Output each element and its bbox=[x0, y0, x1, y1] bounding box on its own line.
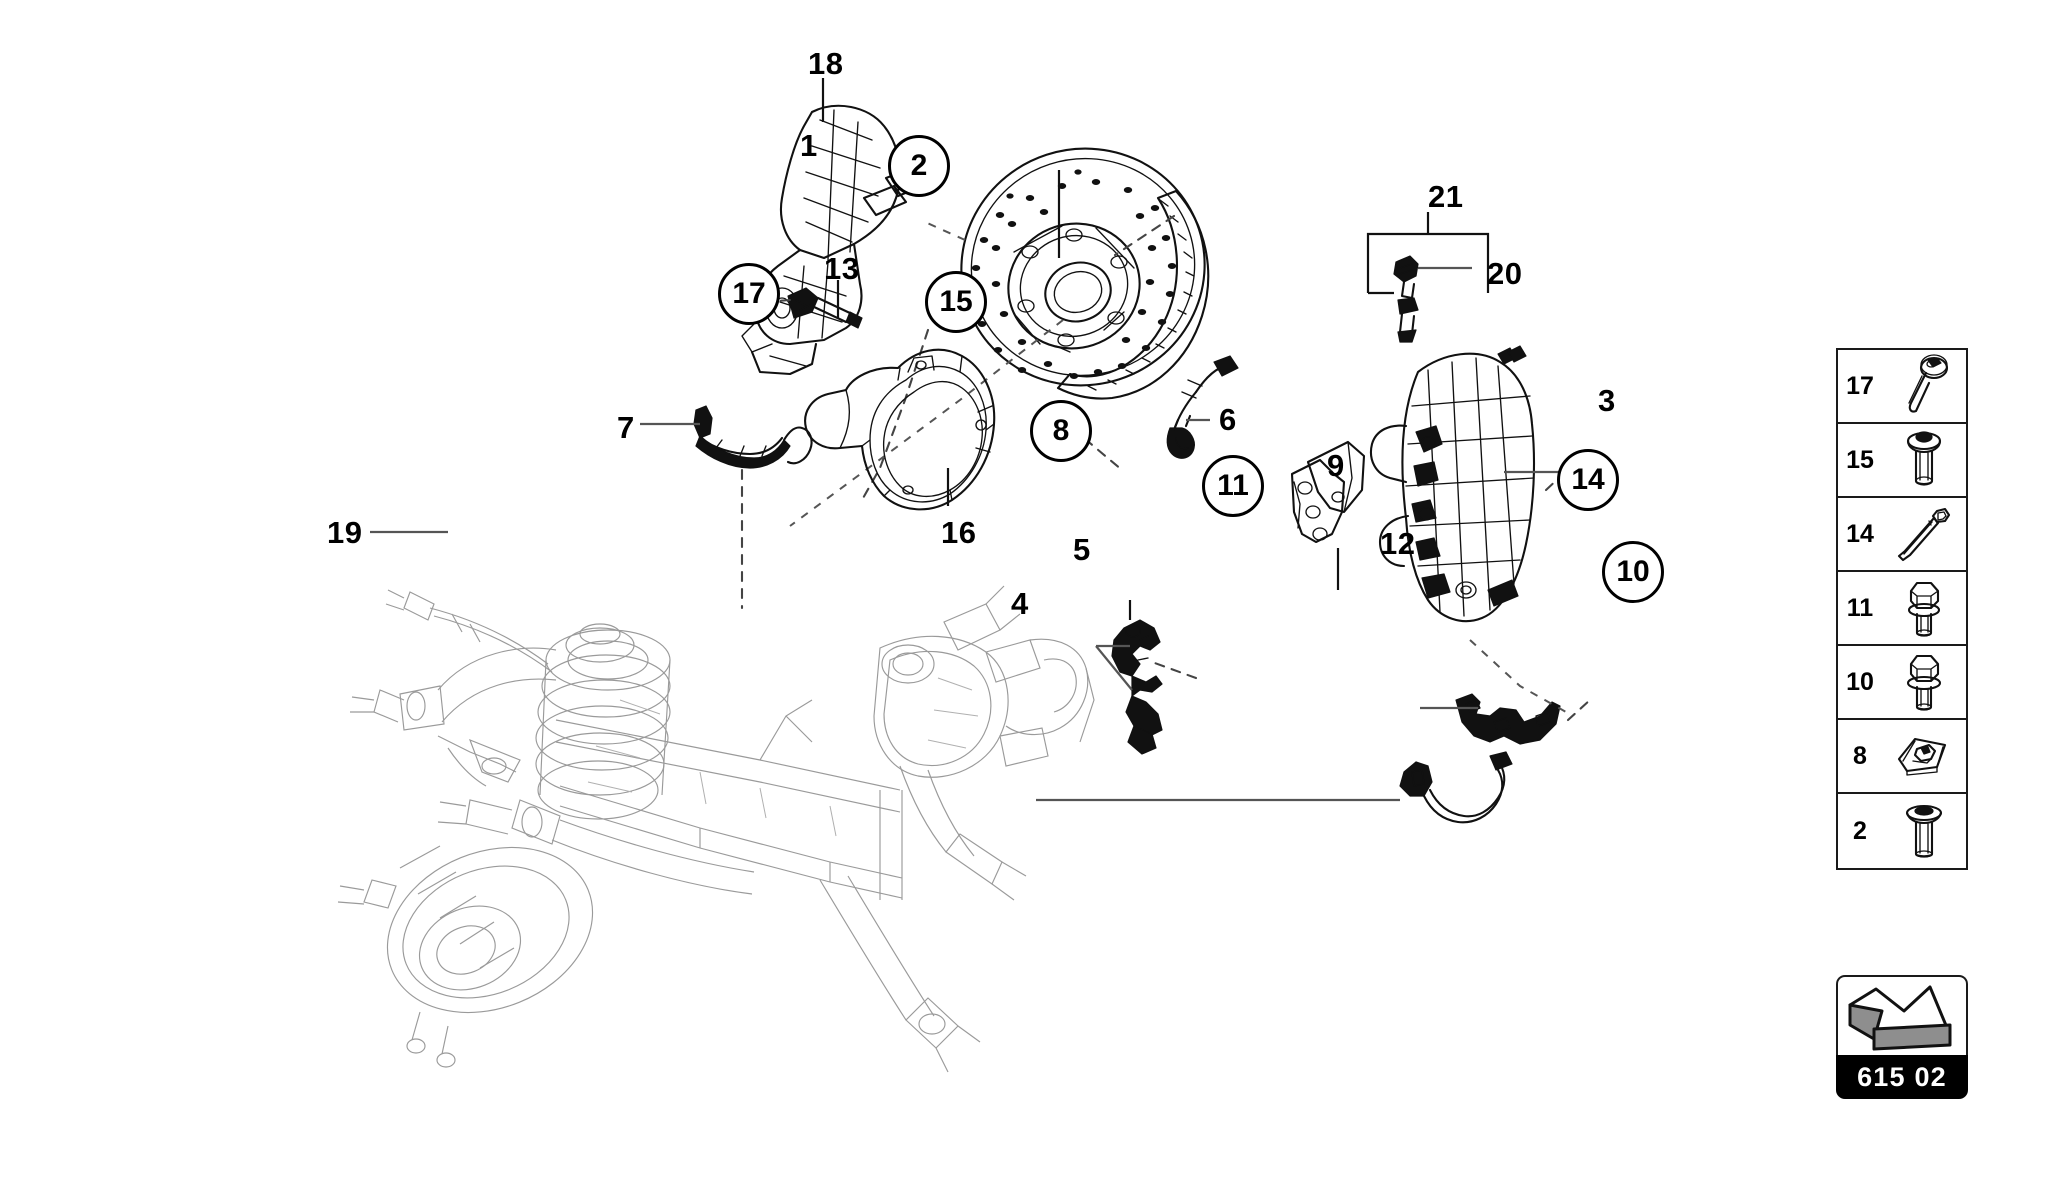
part-brake-caliper bbox=[1370, 345, 1536, 623]
legend-row-number: 8 bbox=[1853, 741, 1867, 770]
long-hex-bolt-icon bbox=[1882, 498, 1966, 570]
leader-5 bbox=[1095, 645, 1133, 691]
bolt-with-long-shank-icon bbox=[1882, 350, 1966, 422]
callout-label-13: 13 bbox=[824, 251, 860, 286]
callout-label-5: 5 bbox=[1073, 532, 1091, 567]
legend-row[interactable]: 11 bbox=[1838, 572, 1966, 646]
leader-8 bbox=[1070, 426, 1124, 472]
part-brake-hose-bracket bbox=[1111, 619, 1163, 755]
callout-label-6: 6 bbox=[1219, 402, 1237, 437]
axis-disc-right bbox=[924, 221, 966, 241]
callout-balloon-11[interactable]: 11 bbox=[1202, 455, 1264, 517]
callout-label-9: 9 bbox=[1327, 448, 1345, 483]
part-brake-hose bbox=[1166, 355, 1239, 459]
part-bleeder-valve bbox=[1393, 255, 1419, 343]
legend-row[interactable]: 14 bbox=[1838, 498, 1966, 572]
rotor-vane-marks bbox=[1087, 199, 1195, 391]
part-rear-suspension-subframe bbox=[337, 585, 1095, 1073]
legend-row[interactable]: 17 bbox=[1838, 350, 1966, 424]
part-actuator-bolt bbox=[787, 287, 863, 329]
callout-balloon-8[interactable]: 8 bbox=[1030, 400, 1092, 462]
legend-row[interactable]: 10 bbox=[1838, 646, 1966, 720]
flange-head-bolt-icon bbox=[1882, 424, 1966, 496]
countersunk-screw-icon bbox=[1882, 794, 1966, 868]
callout-label-21: 21 bbox=[1428, 179, 1464, 214]
legend-row-number: 10 bbox=[1846, 667, 1874, 696]
lamborghini-shield-icon bbox=[1836, 975, 1968, 1057]
diagram-group-badge: 615 02 bbox=[1836, 975, 1968, 1099]
part-brake-pad-set bbox=[1290, 440, 1366, 544]
callout-balloon-15[interactable]: 15 bbox=[925, 271, 987, 333]
part-brake-disc bbox=[956, 147, 1210, 400]
legend-row[interactable]: 2 bbox=[1838, 794, 1966, 868]
group-number-bar: 615 02 bbox=[1836, 1055, 1968, 1099]
spring-clip-plate-icon bbox=[1882, 720, 1966, 792]
axis-disc-shield bbox=[789, 319, 1064, 527]
legend-row[interactable]: 15 bbox=[1838, 424, 1966, 498]
bracket-21 bbox=[1366, 212, 1490, 293]
callout-balloon-2[interactable]: 2 bbox=[888, 135, 950, 197]
callout-balloon-17[interactable]: 17 bbox=[718, 263, 780, 325]
part-brake-dust-shield bbox=[804, 348, 996, 511]
callout-label-20: 20 bbox=[1487, 256, 1523, 291]
legend-row-number: 14 bbox=[1846, 519, 1874, 548]
part-cable-retaining-bracket bbox=[1455, 693, 1561, 745]
legend-row[interactable]: 8 bbox=[1838, 720, 1966, 794]
callout-balloon-14[interactable]: 14 bbox=[1557, 449, 1619, 511]
hex-flange-bolt-icon bbox=[1882, 572, 1966, 644]
hex-flange-bolt-icon bbox=[1882, 646, 1966, 718]
callout-label-19: 19 bbox=[327, 515, 363, 550]
legend-row-number: 11 bbox=[1846, 593, 1874, 622]
leader-10 bbox=[1566, 698, 1592, 722]
part-parking-brake-actuator bbox=[741, 104, 902, 376]
legend-row-number: 15 bbox=[1846, 445, 1874, 474]
callout-label-3: 3 bbox=[1598, 383, 1616, 418]
leader-11 bbox=[1150, 660, 1198, 680]
legend-row-number: 2 bbox=[1853, 816, 1867, 845]
axis-bracket-caliper bbox=[1469, 639, 1567, 713]
part-parking-brake-spring-clip bbox=[693, 405, 813, 469]
leader-2 bbox=[1113, 214, 1176, 257]
callout-balloon-10[interactable]: 10 bbox=[1602, 541, 1664, 603]
leader-15 bbox=[860, 328, 930, 502]
callout-label-18: 18 bbox=[808, 46, 844, 81]
callout-label-1: 1 bbox=[800, 128, 818, 163]
legend-row-number: 17 bbox=[1846, 371, 1874, 400]
part-wear-sensor-cable bbox=[1399, 751, 1513, 824]
fastener-legend-table: 17 15 14 bbox=[1836, 348, 1968, 870]
callout-label-4: 4 bbox=[1011, 586, 1029, 621]
callout-label-12: 12 bbox=[1380, 526, 1416, 561]
group-number: 615 02 bbox=[1857, 1061, 1947, 1092]
callout-label-16: 16 bbox=[941, 515, 977, 550]
callout-label-7: 7 bbox=[617, 410, 635, 445]
